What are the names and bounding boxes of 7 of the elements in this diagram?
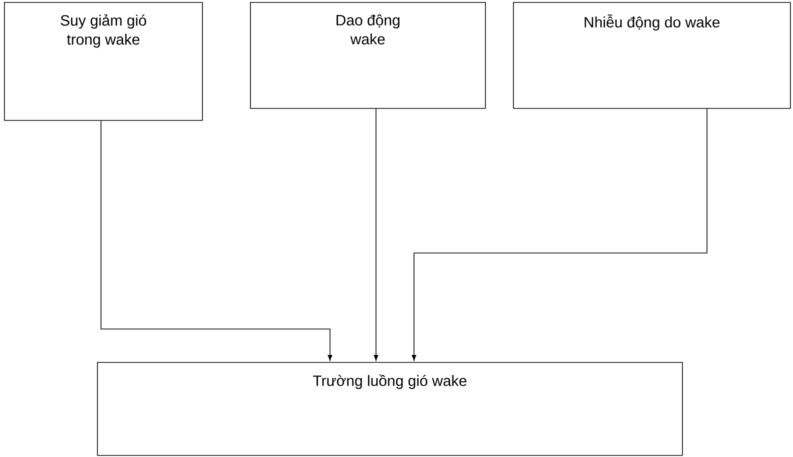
text-box: Nhiễu động do wake xyxy=(513,2,791,109)
text-box: Trường luồng gió wake xyxy=(97,362,683,456)
arrow xyxy=(100,120,332,361)
arrow xyxy=(412,108,708,361)
arrow xyxy=(374,108,378,361)
text-box: Suy giảm gió trong wake xyxy=(4,2,203,121)
text-box: Dao động wake xyxy=(250,2,486,109)
